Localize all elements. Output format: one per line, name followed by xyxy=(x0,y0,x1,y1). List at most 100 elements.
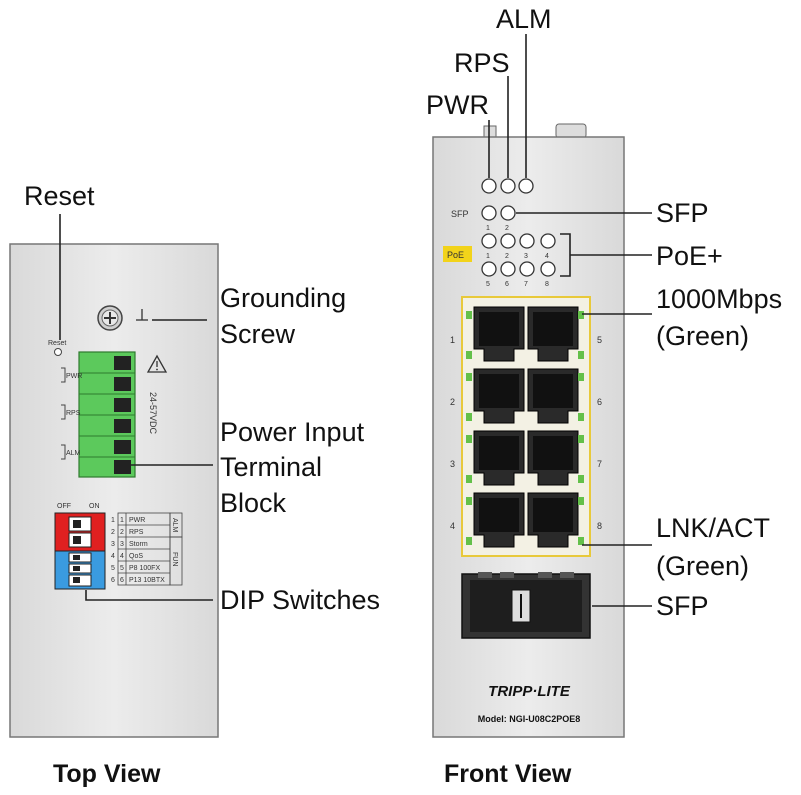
poe-num: 7 xyxy=(524,281,528,288)
port-status-led xyxy=(466,311,472,319)
grounding-screw xyxy=(97,305,123,331)
model-label: Model: NGI-U08C2POE8 xyxy=(478,714,581,724)
dip-row-num: 6 xyxy=(111,577,115,584)
terminal-label-pwr: PWR xyxy=(66,373,82,380)
dip-row-label: Storm xyxy=(129,541,148,548)
power-input-callout-2: Terminal xyxy=(220,452,322,482)
rj45-port-opening xyxy=(479,498,519,532)
dip-group-alm: ALM xyxy=(171,518,178,533)
dip-row-num: 1 xyxy=(111,517,115,524)
terminal-polarity-marks xyxy=(61,367,66,460)
dip-row-idx: 3 xyxy=(120,541,124,548)
rj45-port-opening xyxy=(533,436,573,470)
rps-callout: RPS xyxy=(454,48,510,78)
rj45-port-opening xyxy=(533,312,573,346)
dip-row-idx: 1 xyxy=(120,517,124,524)
poe-leader xyxy=(560,233,652,277)
poe-num: 8 xyxy=(545,281,549,288)
front-view: SFP 1 2 PoE 1 2 3 4 5 6 7 8 1 2 3 4 5 6 … xyxy=(426,4,782,788)
dip-switch-block xyxy=(54,512,106,590)
lnk-callout-2: (Green) xyxy=(656,551,749,581)
reset-callout: Reset xyxy=(24,181,95,211)
terminal-label-alm: ALM xyxy=(66,450,81,457)
top-view: Reset PWR RPS ALM xyxy=(9,181,380,788)
dip-group-fun: FUN xyxy=(171,552,178,566)
grounding-callout-2: Screw xyxy=(220,319,296,349)
power-input-callout-3: Block xyxy=(220,488,287,518)
rj45-port-opening xyxy=(533,498,573,532)
dip-function-table xyxy=(117,512,183,586)
port-status-led xyxy=(466,413,472,421)
port-leds xyxy=(466,311,584,545)
poe-badge-text: PoE xyxy=(447,250,464,260)
dip-row-label: RPS xyxy=(129,529,144,536)
port-status-led xyxy=(466,497,472,505)
poe-callout: PoE+ xyxy=(656,241,723,271)
dip-leader xyxy=(85,590,213,601)
port-status-led xyxy=(578,413,584,421)
poe-num: 1 xyxy=(486,253,490,260)
rj45-ports xyxy=(473,306,579,548)
poe-num: 3 xyxy=(524,253,528,260)
warning-icon xyxy=(146,354,168,373)
lnk-callout: LNK/ACT xyxy=(656,513,770,543)
port-num-right: 7 xyxy=(597,459,602,469)
port-status-led xyxy=(578,537,584,545)
dip-row-idx: 5 xyxy=(120,565,124,572)
sfp-port-cage[interactable] xyxy=(461,572,591,639)
rj45-port-opening xyxy=(479,312,519,346)
port-status-led xyxy=(578,351,584,359)
sfp-port-callout: SFP xyxy=(656,591,709,621)
poe-num: 5 xyxy=(486,281,490,288)
brand-logo: TRIPP·LITE xyxy=(488,683,571,700)
port-status-led xyxy=(466,475,472,483)
top-view-caption: Top View xyxy=(53,760,161,788)
dip-row-num: 3 xyxy=(111,541,115,548)
port-status-led xyxy=(578,475,584,483)
dip-row-idx: 2 xyxy=(120,529,124,536)
poe-num: 4 xyxy=(545,253,549,260)
poe-badge xyxy=(443,246,472,262)
speed-callout: 1000Mbps xyxy=(656,284,782,314)
dip-row-num: 4 xyxy=(111,553,115,560)
reset-panel-label: Reset xyxy=(48,340,66,347)
dip-row-idx: 4 xyxy=(120,553,124,560)
dip-row-label: PWR xyxy=(129,517,145,524)
terminal-block xyxy=(78,351,136,478)
poe-led-grid xyxy=(481,233,556,277)
reset-button[interactable] xyxy=(54,348,62,356)
alm-led xyxy=(518,178,534,194)
dip-switches-callout: DIP Switches xyxy=(220,585,380,615)
port-status-led xyxy=(466,435,472,443)
grounding-callout: Grounding xyxy=(220,283,346,313)
dip-row-idx: 6 xyxy=(120,577,124,584)
sfp-led-num: 2 xyxy=(505,225,509,232)
dip-row-label: P8 100FX xyxy=(129,565,160,572)
dip-row-num: 5 xyxy=(111,565,115,572)
port-status-led xyxy=(578,311,584,319)
rj45-port-opening xyxy=(479,374,519,408)
port-num-left: 1 xyxy=(450,335,455,345)
port-num-right: 6 xyxy=(597,397,602,407)
port-status-led xyxy=(466,351,472,359)
port-num-left: 4 xyxy=(450,521,455,531)
rj45-port-opening xyxy=(533,374,573,408)
port-num-left: 3 xyxy=(450,459,455,469)
rps-led xyxy=(500,178,516,194)
sfp-led-label: SFP xyxy=(451,209,469,219)
port-num-left: 2 xyxy=(450,397,455,407)
sfp-led-1 xyxy=(481,205,497,221)
speed-callout-2: (Green) xyxy=(656,321,749,351)
dip-row-num: 2 xyxy=(111,529,115,536)
port-status-led xyxy=(578,497,584,505)
poe-num: 6 xyxy=(505,281,509,288)
port-status-led xyxy=(578,373,584,381)
alm-callout: ALM xyxy=(496,4,552,34)
pwr-callout: PWR xyxy=(426,90,489,120)
dip-header-off: OFF xyxy=(57,503,71,510)
power-input-callout: Power Input xyxy=(220,417,365,447)
dip-header-on: ON xyxy=(89,503,100,510)
port-status-led xyxy=(466,537,472,545)
port-status-led xyxy=(466,373,472,381)
